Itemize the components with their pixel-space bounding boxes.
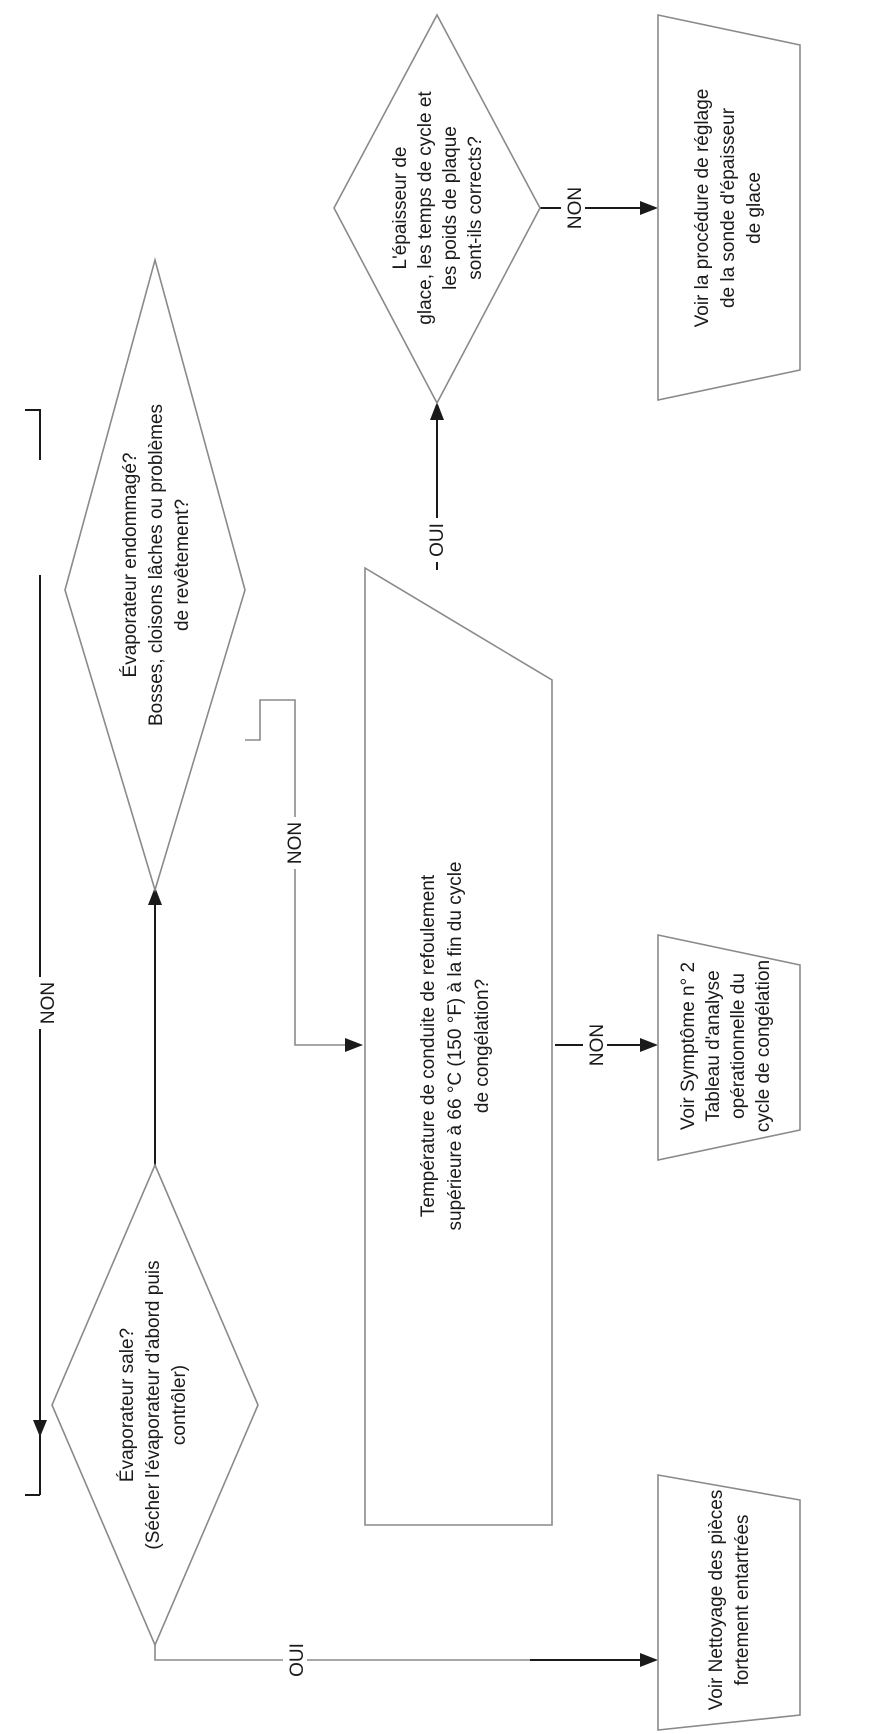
see-symptom-line-2: Tableau d'analyse — [703, 970, 724, 1122]
ice-thickness-line-4: sont-ils corrects? — [465, 136, 486, 280]
result-see-probe-procedure — [657, 14, 801, 401]
evaporator-dirty-line-1: Évaporateur sale? — [117, 1328, 138, 1482]
ice-thickness-line-3: les poids de plaque — [440, 126, 461, 290]
evaporator-dirty-line-2: (Sécher l'évaporateur d'abord puis — [143, 1260, 164, 1549]
see-symptom-line-3: opérationnelle du — [728, 973, 749, 1119]
damaged-no-label: NON — [285, 822, 306, 864]
dirty-yes-connector — [154, 1645, 530, 1661]
temp-yes-label: OUI — [427, 523, 448, 557]
see-symptom-line-4: cycle de congélation — [753, 960, 774, 1132]
ice-thickness-line-1: L'épaisseur de — [390, 147, 411, 270]
see-probe-line-3: de glace — [744, 172, 765, 244]
decision-ice-thickness — [333, 13, 541, 405]
see-symptom-line-1: Voir Symptôme n° 2 — [678, 962, 699, 1130]
see-probe-line-1: Voir la procédure de réglage — [692, 89, 713, 328]
result-see-symptom-2 — [657, 934, 801, 1161]
loop-back-label: NON — [38, 982, 59, 1024]
see-cleaning-line-1: Voir Nettoyage des pièces — [706, 1490, 727, 1711]
evaporator-damaged-line-3: de revêtement? — [172, 499, 193, 631]
thickness-no-label: NON — [565, 187, 586, 229]
dirty-yes-label: OUI — [287, 1643, 308, 1677]
temp-no-label: NON — [587, 1024, 608, 1066]
decision-evaporator-dirty — [51, 1162, 259, 1648]
evaporator-damaged-line-1: Évaporateur endommagé? — [120, 453, 141, 678]
see-cleaning-line-2: fortement entartrées — [732, 1514, 753, 1685]
decision-evaporator-damaged — [64, 256, 246, 893]
temperature-question-box — [364, 566, 553, 1526]
result-see-cleaning — [657, 1474, 801, 1731]
temperature-line-1: Température de conduite de refoulement — [418, 874, 439, 1217]
see-probe-line-2: de la sonde d'épaisseur — [718, 107, 739, 308]
evaporator-dirty-line-3: contrôler) — [169, 1365, 190, 1445]
damaged-no-connector — [245, 699, 345, 1046]
temperature-line-3: de congélation? — [472, 979, 493, 1113]
ice-thickness-line-2: glace, les temps de cycle et — [415, 91, 436, 325]
temperature-line-2: supérieure à 66 °C (150 °F) à la fin du … — [445, 862, 466, 1231]
evaporator-damaged-line-2: Bosses, cloisons lâches ou problèmes — [146, 404, 167, 726]
